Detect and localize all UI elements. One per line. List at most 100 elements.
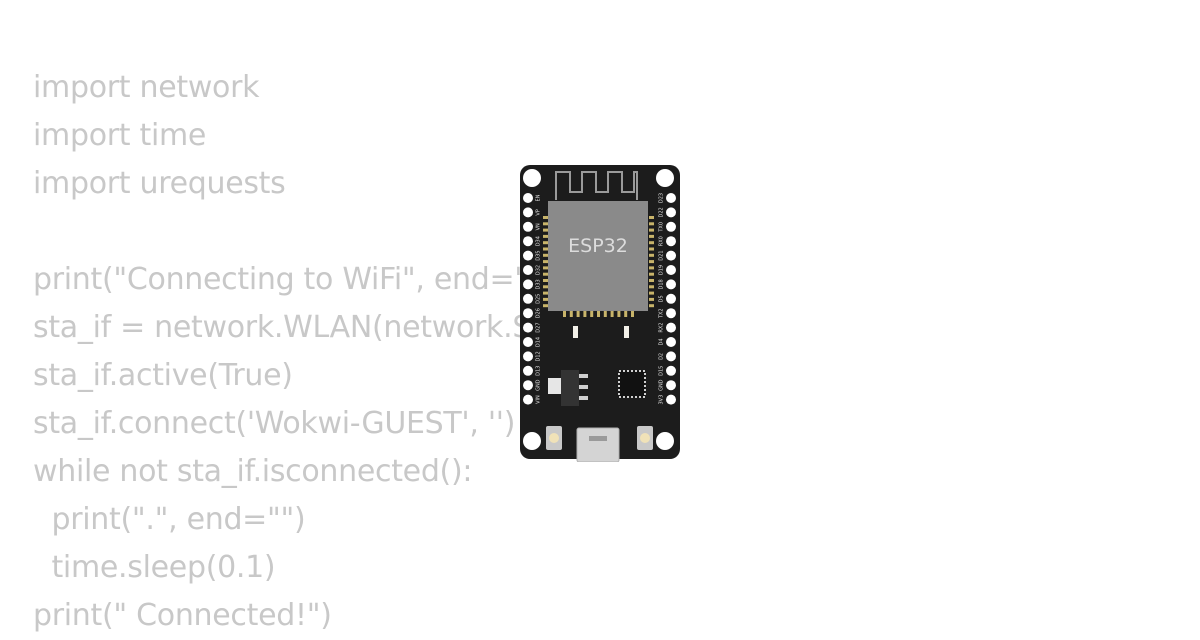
- module-pad: [543, 291, 548, 295]
- pin-label: TX2: [659, 308, 665, 319]
- module-pad: [649, 285, 654, 289]
- code-line: print(" Connected!"): [33, 598, 332, 633]
- module-pad: [543, 253, 548, 257]
- header-pin[interactable]: [666, 293, 676, 304]
- header-pin[interactable]: [666, 365, 676, 376]
- header-pin[interactable]: [523, 221, 533, 232]
- module-pad: [543, 260, 548, 264]
- header-pin[interactable]: [666, 207, 676, 218]
- smd-component: [573, 326, 578, 338]
- code-line: import network: [33, 70, 260, 105]
- micro-usb-port: [576, 427, 620, 462]
- module-pad: [649, 304, 654, 308]
- pin-label: GND: [536, 379, 542, 391]
- module-pad: [543, 228, 548, 232]
- module-pad: [563, 311, 566, 317]
- header-pin[interactable]: [666, 308, 676, 319]
- code-line: while not sta_if.isconnected():: [33, 454, 473, 489]
- header-pin[interactable]: [523, 250, 533, 261]
- pin-label: D18: [659, 279, 665, 289]
- module-pad: [631, 311, 634, 317]
- header-pin[interactable]: [523, 394, 533, 405]
- module-pad: [649, 291, 654, 295]
- module-pads: [543, 216, 654, 317]
- header-pin[interactable]: [666, 380, 676, 391]
- pin-label: EN: [536, 194, 542, 201]
- pin-label: D27: [536, 322, 542, 332]
- module-pad: [583, 311, 587, 317]
- header-pin[interactable]: [666, 279, 676, 290]
- module-pad: [543, 222, 548, 226]
- usb-slot: [589, 436, 607, 441]
- usb-uart-chip: [618, 370, 646, 398]
- chip-label: ESP32: [568, 235, 628, 257]
- antenna-trace: [555, 171, 638, 200]
- pin-label: D5: [659, 295, 665, 302]
- mounting-hole: [523, 169, 541, 187]
- regulator-leg: [579, 396, 588, 400]
- smd-component: [624, 326, 629, 338]
- header-pin[interactable]: [523, 337, 533, 347]
- module-pad: [603, 311, 607, 317]
- module-pad: [649, 272, 654, 276]
- header-pin[interactable]: [523, 207, 533, 218]
- header-pin[interactable]: [666, 221, 676, 232]
- module-pad: [543, 234, 548, 238]
- header-pin[interactable]: [523, 365, 533, 376]
- code-line: import urequests: [33, 166, 286, 201]
- pin-label: D2: [659, 353, 665, 360]
- header-pin[interactable]: [666, 322, 676, 333]
- module-pad: [543, 216, 548, 219]
- pin-label: D14: [536, 337, 542, 347]
- pin-label: D4: [659, 338, 665, 345]
- module-pad: [649, 297, 654, 301]
- esp32-board-graphic: ESP32 ENVPVND34D35D32D33D25D26D27D14D12D…: [520, 165, 680, 462]
- pin-label: D12: [536, 351, 542, 361]
- header-pin[interactable]: [523, 279, 533, 290]
- left-pin-header: ENVPVND34D35D32D33D25D26D27D14D12D13GNDV…: [523, 193, 542, 405]
- module-pad: [649, 279, 654, 282]
- pin-label: VN: [536, 223, 542, 230]
- pin-label: D35: [536, 250, 542, 260]
- module-pad: [610, 311, 614, 317]
- header-pin[interactable]: [523, 193, 533, 203]
- pin-label: D25: [536, 294, 542, 304]
- module-pad: [543, 285, 548, 289]
- module-pad: [543, 304, 548, 308]
- header-pin[interactable]: [523, 236, 533, 247]
- pin-label: VIN: [536, 395, 542, 404]
- header-pin[interactable]: [523, 351, 533, 362]
- module-pad: [543, 247, 548, 251]
- pin-label: GND: [659, 379, 665, 391]
- header-pin[interactable]: [666, 236, 676, 247]
- header-pin[interactable]: [666, 193, 676, 203]
- pin-label: D34: [536, 236, 542, 246]
- pin-label: VP: [536, 209, 542, 215]
- module-pad: [543, 266, 548, 270]
- module-pad: [649, 228, 654, 232]
- header-pin[interactable]: [666, 265, 676, 275]
- module-pad: [576, 311, 580, 317]
- header-pin[interactable]: [666, 351, 676, 362]
- header-pin[interactable]: [666, 394, 676, 405]
- mounting-hole: [656, 169, 674, 187]
- pin-label: D22: [659, 207, 665, 217]
- header-pin[interactable]: [523, 308, 533, 319]
- header-pin[interactable]: [523, 322, 533, 333]
- voltage-regulator: [561, 370, 579, 406]
- code-line: sta_if.active(True): [33, 358, 293, 393]
- reset-button-cap: [640, 433, 650, 443]
- module-pad: [649, 260, 654, 264]
- code-line: import time: [33, 118, 207, 153]
- pin-label: TX0: [659, 222, 665, 233]
- header-pin[interactable]: [523, 265, 533, 275]
- header-pin[interactable]: [523, 293, 533, 304]
- module-pad: [569, 311, 573, 317]
- header-pin[interactable]: [666, 337, 676, 347]
- module-pad: [649, 216, 654, 219]
- module-pad: [649, 253, 654, 257]
- header-pin[interactable]: [666, 250, 676, 261]
- header-pin[interactable]: [523, 380, 533, 391]
- module-pad: [617, 311, 621, 317]
